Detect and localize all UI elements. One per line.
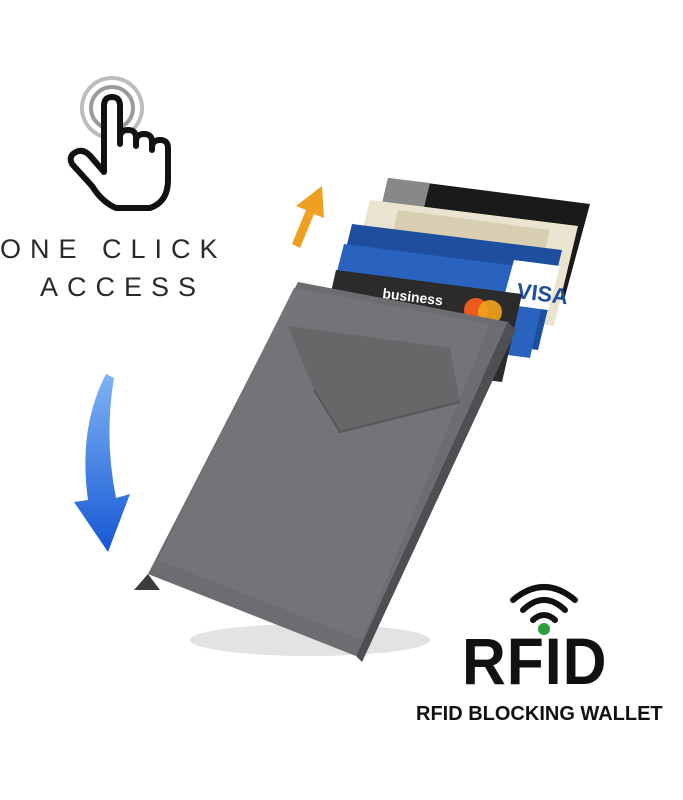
rfid-caption: RFID BLOCKING WALLET — [416, 703, 663, 725]
wallet-body — [134, 282, 516, 662]
tap-hand-icon — [67, 76, 171, 211]
card-wallet-product: VISA business — [134, 178, 590, 662]
wireless-signal-icon — [510, 584, 578, 635]
card-visa-label: VISA — [515, 278, 569, 309]
rfid-logo-text: RFID — [462, 624, 608, 698]
tagline-line-2: ACCESS — [40, 272, 206, 302]
curved-down-arrow-icon — [74, 374, 130, 552]
tagline-line-1: ONE CLICK — [0, 234, 227, 264]
up-arrow-icon — [292, 186, 324, 248]
